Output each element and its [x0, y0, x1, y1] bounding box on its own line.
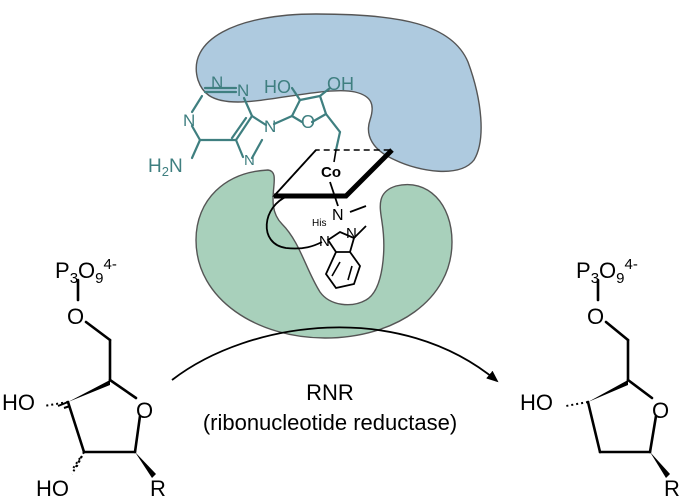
substrate-ester-oxygen-label: O	[67, 304, 84, 329]
upper-protein-subunit	[195, 13, 482, 172]
histidine-label: His	[312, 218, 326, 229]
purine-n1-label: N	[211, 73, 223, 92]
substrate-2-hydroxyl-label: HO	[36, 476, 69, 501]
purine-n7-label: N	[237, 81, 249, 100]
ribose-hydroxyl-left-label: HO	[264, 77, 291, 97]
reaction-arrow	[171, 326, 499, 383]
substrate-base-label: R	[150, 476, 166, 501]
purine-n9-label: N	[264, 117, 276, 136]
enzyme-abbreviation: RNR	[306, 380, 354, 405]
benzimidazole-n3-label: N	[346, 225, 357, 242]
adenosylcobalamin-adenosine	[190, 86, 342, 160]
substrate-3-hydroxyl-label: HO	[2, 390, 35, 415]
product-ring-oxygen-label: O	[652, 398, 669, 423]
amine-label: H2N	[148, 156, 183, 179]
ribose-oxygen-label: O	[301, 112, 315, 132]
product-phosphate-label: P3O94-	[576, 256, 638, 287]
substrate-phosphate-label: P3O94-	[55, 256, 117, 287]
purine-ring-n-label: N	[244, 152, 255, 169]
product-base-label: R	[664, 476, 680, 501]
purine-n3-label: N	[183, 111, 195, 130]
cobalt-label: Co	[321, 164, 341, 181]
substrate-ring-oxygen-label: O	[136, 398, 153, 423]
product-bonds	[565, 278, 670, 478]
lower-protein-subunit	[195, 169, 453, 339]
substrate-bonds	[43, 278, 156, 478]
enzyme-full-name: (ribonucleotide reductase)	[203, 410, 457, 435]
cobalamin-core	[265, 148, 394, 290]
histidine-n-label: N	[332, 207, 344, 224]
product-3-hydroxyl-label: HO	[520, 390, 553, 415]
ribose-hydroxyl-right-label: OH	[327, 74, 354, 94]
benzimidazole-n1-label: N	[319, 233, 330, 250]
product-ester-oxygen-label: O	[587, 304, 604, 329]
